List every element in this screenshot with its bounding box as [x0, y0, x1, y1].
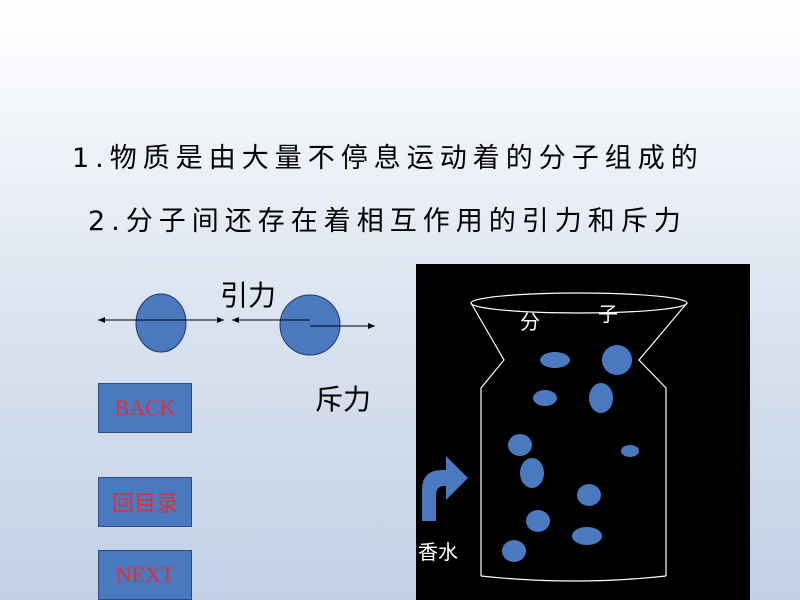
perfume-jar-illustration: [422, 292, 688, 582]
molecule: [520, 458, 544, 488]
molecule-right: [279, 294, 341, 356]
perfume-jar-panel: 分 子 香水: [416, 264, 750, 600]
force-diagram: [98, 293, 375, 356]
back-button[interactable]: BACK: [98, 383, 192, 433]
statement-molecular-motion: 1.物质是由大量不停息运动着的分子组成的: [72, 143, 704, 174]
jar-bottom: [480, 575, 667, 582]
molecule: [621, 445, 639, 457]
molecule-label-fen: 分: [520, 310, 540, 334]
molecule-label-zi: 子: [598, 302, 618, 326]
repulsion-label: 斥力: [315, 383, 372, 416]
molecule: [502, 540, 526, 562]
molecule: [533, 390, 557, 406]
molecule: [508, 434, 532, 456]
molecule: [540, 352, 570, 368]
molecule: [526, 510, 550, 532]
curved-arrow-icon: [422, 456, 468, 521]
molecule: [602, 345, 632, 375]
back-to-menu-button[interactable]: 回目录: [98, 477, 192, 527]
next-button[interactable]: NEXT: [98, 550, 192, 600]
perfume-label: 香水: [418, 540, 458, 564]
attraction-label: 引力: [220, 279, 277, 312]
molecule: [589, 383, 613, 413]
jar-outline: [470, 302, 688, 576]
molecule: [577, 484, 601, 506]
jar-mouth: [470, 292, 688, 314]
molecule-left: [135, 293, 187, 353]
statement-intermolecular-forces: 2.分子间还存在着相互作用的引力和斥力: [88, 206, 687, 237]
molecule: [572, 527, 602, 545]
